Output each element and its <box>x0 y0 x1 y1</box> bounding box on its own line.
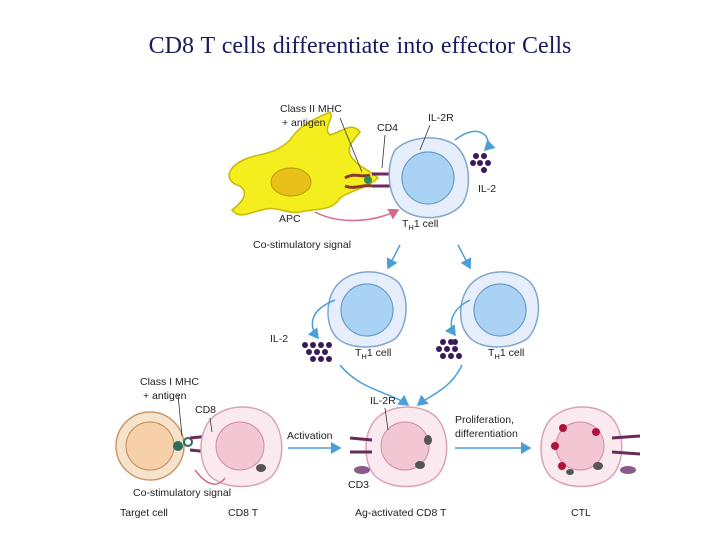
il2-dots-right <box>436 339 462 359</box>
label-ag-activated: Ag-activated CD8 T <box>355 507 447 519</box>
label-costim-bottom: Co-stimulatory signal <box>133 487 231 499</box>
label-il2-mid: IL-2 <box>270 333 288 345</box>
label-class2-mhc: Class II MHC <box>280 103 342 115</box>
label-target-cell: Target cell <box>120 507 168 519</box>
il2-dots-left <box>302 342 332 362</box>
label-cd8: CD8 <box>195 404 216 416</box>
apc-nucleus <box>270 167 312 197</box>
label-proliferation: Proliferation, <box>455 414 514 426</box>
label-cd3: CD3 <box>348 479 369 491</box>
label-plus-antigen-2: + antigen <box>143 390 187 402</box>
label-ctl: CTL <box>571 507 591 519</box>
label-th1-left: TH1 cell <box>355 347 391 361</box>
arrow-to-th1-left <box>386 244 401 270</box>
label-costim-top: Co-stimulatory signal <box>253 239 351 251</box>
il2-to-cd8-right <box>416 364 463 406</box>
th1-cell-right <box>459 271 540 348</box>
label-cd4: CD4 <box>377 122 398 134</box>
arrow-to-th1-right <box>457 244 472 270</box>
apc-cell <box>228 111 380 216</box>
ag-activated-cd8-cell <box>349 406 448 488</box>
th1-cell-top <box>388 137 470 219</box>
il2-autocrine-arrow <box>454 130 496 152</box>
label-apc: APC <box>279 213 301 225</box>
label-il2r-top: IL-2R <box>428 112 454 124</box>
label-differentiation: differentiation <box>455 428 518 440</box>
label-il2r-bottom: IL-2R <box>370 395 396 407</box>
label-th1-top: TH1 cell <box>402 218 438 232</box>
il2-arrow-left <box>307 299 336 340</box>
target-cell <box>115 411 185 481</box>
il2-to-cd8-left <box>339 364 410 406</box>
th1-cell-left <box>327 271 407 348</box>
label-il2-top: IL-2 <box>478 183 496 195</box>
il2-arrow-right <box>444 299 471 337</box>
label-cd8-t: CD8 T <box>228 507 259 519</box>
label-activation: Activation <box>287 430 333 442</box>
label-th1-right: TH1 cell <box>488 347 524 361</box>
il2-dots-top <box>470 153 491 173</box>
label-class1-mhc: Class I MHC <box>140 376 199 388</box>
label-plus-antigen-1: + antigen <box>282 117 326 129</box>
costim-arrow-top <box>314 208 400 222</box>
ctl-cell <box>540 406 641 488</box>
page-title: CD8 T cells differentiate into effector … <box>148 33 572 59</box>
cd8-t-cell <box>200 406 283 488</box>
